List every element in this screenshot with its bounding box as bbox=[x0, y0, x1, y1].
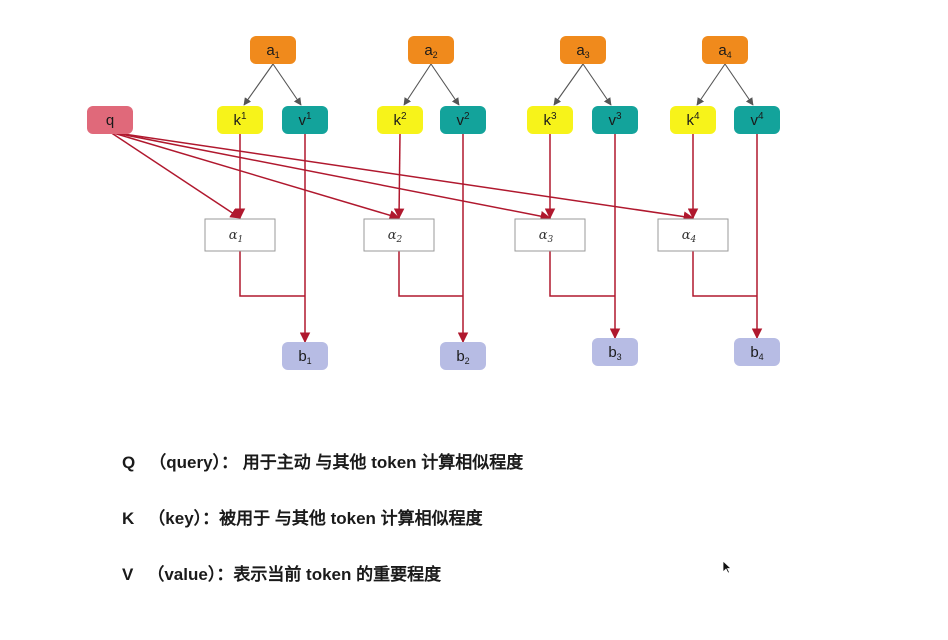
edge-q-to-alpha-4 bbox=[109, 131, 695, 222]
output-node-3-label: b3 bbox=[608, 344, 621, 362]
edge-a-to-k-2 bbox=[403, 63, 432, 106]
input-node-1: a1 bbox=[250, 36, 296, 64]
alpha-node-3-label: α3 bbox=[539, 228, 554, 245]
edge-alpha-to-v-3 bbox=[549, 251, 615, 297]
alpha-node-1-label: α1 bbox=[229, 228, 244, 245]
value-node-3: v3 bbox=[592, 106, 638, 134]
output-node-2: b2 bbox=[440, 342, 486, 370]
alpha-node-2: α2 bbox=[363, 218, 435, 252]
key-node-1-label: k1 bbox=[233, 111, 247, 129]
legend-key-text: 被用于 与其他 token 计算相似程度 bbox=[219, 509, 483, 528]
input-node-4-label: a4 bbox=[718, 42, 731, 60]
legend-value: V （value）：表示当前 token 的重要程度 bbox=[122, 560, 441, 585]
alpha-node-4-label: α4 bbox=[682, 228, 697, 245]
edge-alpha-to-v-1 bbox=[239, 251, 305, 297]
nodes: q a1 k1 v1 α1 b1 a2 k2 v2 α2 b2 a3 k3 v3 α3 b3 a4 k4 v4 α4 b… bbox=[87, 36, 780, 370]
query-node-label: q bbox=[106, 112, 114, 129]
output-node-4: b4 bbox=[734, 338, 780, 366]
key-node-2-label: k2 bbox=[393, 111, 407, 129]
legend-key-paren: （key）： bbox=[148, 509, 220, 528]
legend-value-letter: V bbox=[122, 565, 134, 584]
self-attention-diagram: q a1 k1 v1 α1 b1 a2 k2 v2 α2 b2 a3 k3 v3 α3 b3 a4 k4 v4 α4 b… bbox=[87, 36, 780, 370]
value-node-3-label: v3 bbox=[608, 111, 622, 129]
query-node: q bbox=[87, 106, 133, 134]
value-node-2-label: v2 bbox=[456, 111, 470, 129]
edge-a-to-k-3 bbox=[553, 63, 584, 106]
edge-alpha-to-v-2 bbox=[398, 251, 463, 297]
legend-value-paren: （value）： bbox=[147, 565, 234, 584]
output-node-1-label: b1 bbox=[298, 348, 311, 366]
edge-alpha-to-v-4 bbox=[692, 251, 757, 297]
alpha-node-3: α3 bbox=[514, 218, 586, 252]
input-node-4: a4 bbox=[702, 36, 748, 64]
alpha-node-1: α1 bbox=[204, 218, 276, 252]
value-node-4: v4 bbox=[734, 106, 780, 134]
legend-query-letter: Q bbox=[122, 453, 136, 472]
edge-a-to-k-1 bbox=[243, 63, 274, 106]
edge-q-to-alpha-2 bbox=[109, 131, 401, 221]
key-node-2: k2 bbox=[377, 106, 423, 134]
value-node-1-label: v1 bbox=[298, 111, 312, 129]
legend-query-paren: （query）： bbox=[149, 453, 239, 472]
edge-q-to-alpha-3 bbox=[109, 131, 552, 222]
input-node-2: a2 bbox=[408, 36, 454, 64]
output-node-2-label: b2 bbox=[456, 348, 469, 366]
input-node-3-label: a3 bbox=[576, 42, 589, 60]
value-node-2: v2 bbox=[440, 106, 486, 134]
alpha-node-4: α4 bbox=[657, 218, 729, 252]
key-node-3-label: k3 bbox=[543, 111, 557, 129]
key-node-3: k3 bbox=[527, 106, 573, 134]
edges bbox=[109, 63, 763, 344]
output-node-1: b1 bbox=[282, 342, 328, 370]
output-node-4-label: b4 bbox=[750, 344, 763, 362]
edge-q-to-alpha-1 bbox=[109, 131, 241, 219]
legend-value-text: 表示当前 token 的重要程度 bbox=[233, 565, 442, 584]
legend-key-letter: K bbox=[122, 509, 135, 528]
output-node-3: b3 bbox=[592, 338, 638, 366]
legend-query: Q （query）： 用于主动 与其他 token 计算相似程度 bbox=[122, 448, 523, 473]
input-node-3: a3 bbox=[560, 36, 606, 64]
input-node-1-label: a1 bbox=[266, 42, 279, 60]
legend-key: K （key）：被用于 与其他 token 计算相似程度 bbox=[122, 504, 483, 529]
value-node-4-label: v4 bbox=[750, 111, 764, 129]
legend-query-text: 用于主动 与其他 token 计算相似程度 bbox=[238, 453, 524, 472]
edge-a-to-v-1 bbox=[272, 63, 302, 106]
edge-k-to-alpha-2 bbox=[393, 133, 405, 220]
key-node-4-label: k4 bbox=[686, 111, 700, 129]
value-node-1: v1 bbox=[282, 106, 328, 134]
edge-a-to-v-2 bbox=[430, 63, 460, 106]
alpha-node-2-label: α2 bbox=[388, 228, 403, 245]
edge-a-to-v-3 bbox=[582, 63, 612, 106]
key-node-4: k4 bbox=[670, 106, 716, 134]
input-node-2-label: a2 bbox=[424, 42, 437, 60]
mouse-cursor-icon bbox=[722, 560, 732, 574]
edge-a-to-v-4 bbox=[724, 63, 754, 106]
edge-a-to-k-4 bbox=[696, 63, 726, 106]
key-node-1: k1 bbox=[217, 106, 263, 134]
